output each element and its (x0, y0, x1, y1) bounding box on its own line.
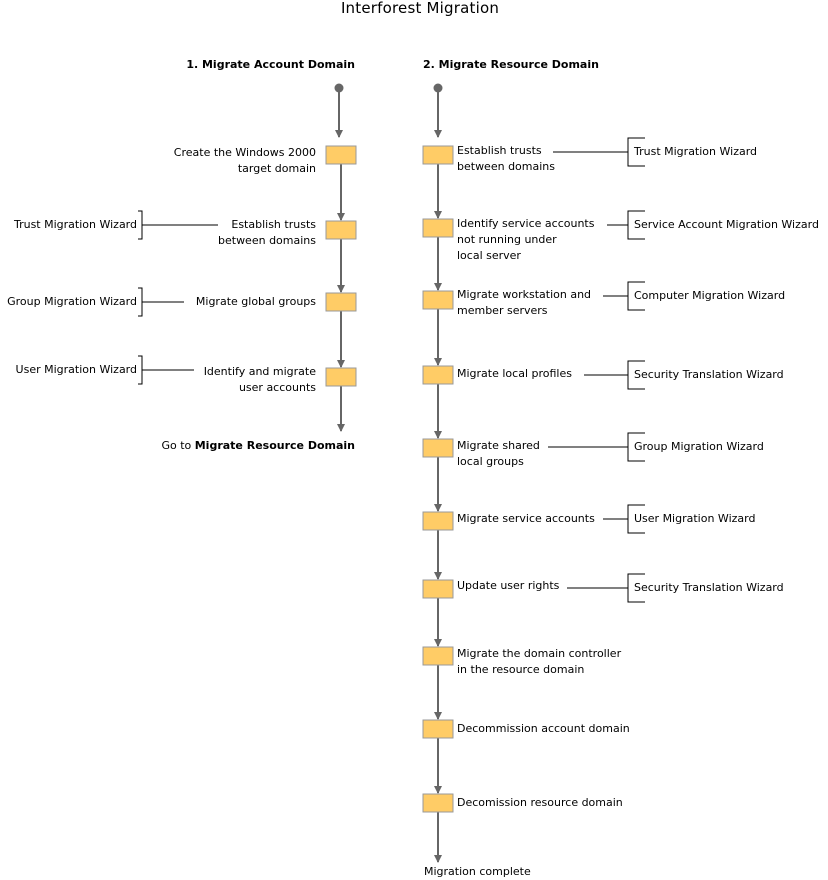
resource-step-box (422, 438, 454, 458)
account-step-label: Establish trusts between domains (218, 217, 316, 249)
account-step-label-line: between domains (218, 234, 316, 247)
resource-step-box (422, 646, 454, 666)
account-step-label: Identify and migrate user accounts (204, 364, 316, 396)
resource-step-box (422, 290, 454, 310)
account-step-label-line: Migrate global groups (195, 295, 316, 308)
account-step-label-line: Identify and migrate (203, 365, 316, 378)
account-tool-label: User Migration Wizard (15, 363, 137, 376)
resource-step-label-line: local server (457, 249, 521, 262)
account-step-label: Create the Windows 2000 target domain (174, 145, 316, 177)
account-end-prefix: Go to (161, 439, 195, 452)
resource-step-label: Migrate local profiles (457, 366, 572, 382)
resource-step-label-line: Update user rights (457, 579, 560, 592)
resource-step-box (422, 218, 454, 238)
resource-tool-label: Service Account Migration Wizard (634, 218, 819, 231)
resource-step-label-line: Migrate local profiles (457, 367, 572, 380)
resource-step-label-line: Decommission account domain (457, 722, 630, 735)
resource-step-label-line: member servers (457, 304, 548, 317)
resource-step-box (422, 511, 454, 531)
resource-step-label: Decommission account domain (457, 721, 630, 737)
resource-start-node (433, 83, 443, 93)
resource-step-label-line: not running under (457, 233, 557, 246)
account-step-box (325, 220, 357, 240)
resource-end-label: Migration complete (424, 865, 531, 878)
resource-step-box (422, 793, 454, 813)
resource-step-label: Migrate workstation and member servers (457, 287, 591, 319)
resource-step-label: Establish trusts between domains (457, 143, 555, 175)
account-tool-bracket (138, 287, 143, 317)
resource-step-label-line: Identify service accounts (457, 217, 595, 230)
resource-step-label-line: Migrate shared (457, 439, 540, 452)
resource-step-label-line: between domains (457, 160, 555, 173)
resource-step-label-line: Decomission resource domain (457, 796, 623, 809)
resource-tool-label: Computer Migration Wizard (634, 289, 786, 302)
account-step-box (325, 145, 357, 165)
account-step-label-line: target domain (237, 162, 316, 175)
resource-step-label: Migrate the domain controller in the reso… (457, 646, 621, 678)
resource-tool-label: Group Migration Wizard (634, 440, 764, 453)
resource-tool-label: Security Translation Wizard (634, 581, 784, 594)
resource-domain-heading: 2. Migrate Resource Domain (423, 58, 599, 71)
account-end-target: Migrate Resource Domain (194, 439, 355, 452)
account-step-label-line: Create the Windows 2000 (173, 146, 316, 159)
resource-step-label-line: in the resource domain (457, 663, 585, 676)
resource-step-box (422, 365, 454, 385)
account-step-box (325, 367, 357, 387)
diagram-title: Interforest Migration (340, 0, 500, 17)
resource-tool-label: User Migration Wizard (634, 512, 756, 525)
resource-step-box (422, 579, 454, 599)
resource-step-label-line: Migrate workstation and (457, 288, 592, 301)
account-tool-bracket (138, 355, 143, 385)
account-tool-label: Group Migration Wizard (7, 295, 137, 308)
resource-step-label: Migrate service accounts (457, 511, 595, 527)
account-start-node (334, 83, 344, 93)
resource-tool-label: Trust Migration Wizard (634, 145, 758, 158)
account-domain-heading: 1. Migrate Account Domain (186, 58, 355, 71)
account-step-box (325, 292, 357, 312)
account-step-label-line: Establish trusts (231, 218, 316, 231)
resource-step-label: Identify service accounts not running und… (457, 216, 594, 264)
resource-step-label-line: Migrate service accounts (457, 512, 595, 525)
account-tool-label: Trust Migration Wizard (13, 218, 137, 231)
account-step-label-line: user accounts (238, 381, 316, 394)
account-end-label: Go to Migrate Resource Domain (161, 438, 355, 454)
account-tool-bracket (138, 210, 143, 240)
resource-step-label: Decomission resource domain (457, 795, 623, 811)
resource-step-label-line: Migrate the domain controller (457, 647, 622, 660)
resource-step-box (422, 145, 454, 165)
resource-step-label-line: local groups (457, 455, 524, 468)
resource-step-label: Migrate shared local groups (457, 438, 540, 470)
resource-step-label: Update user rights (457, 578, 559, 594)
resource-step-box (422, 719, 454, 739)
account-step-label: Migrate global groups (196, 294, 316, 310)
resource-tool-label: Security Translation Wizard (634, 368, 784, 381)
resource-step-label-line: Establish trusts (457, 144, 542, 157)
